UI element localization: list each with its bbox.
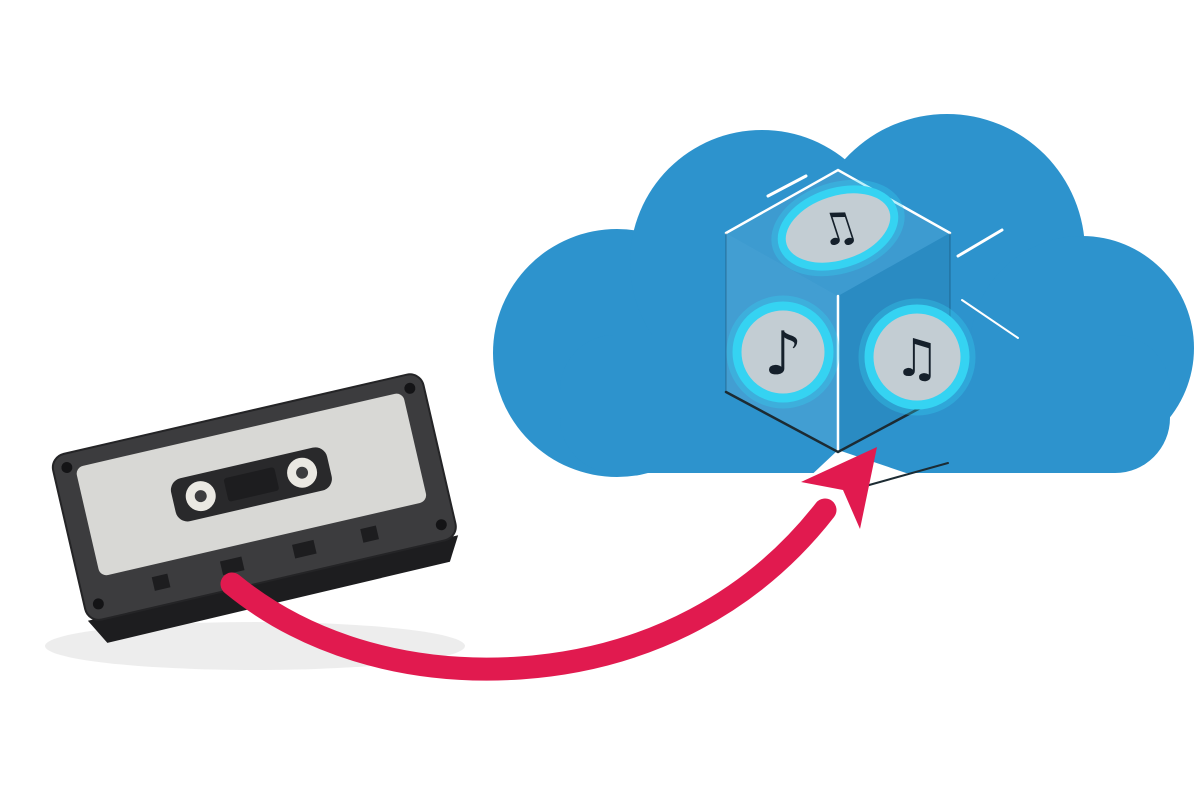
cassette-bottom-hole (219, 556, 245, 576)
badge-ring (732, 301, 834, 403)
highlight-slash (961, 299, 1019, 339)
cube-bottom-accent (861, 462, 949, 488)
highlight-slash (956, 228, 1004, 258)
cloud (493, 114, 1194, 477)
music-badge-left: ♪ (726, 295, 840, 409)
cassette-reel-left-hole (194, 490, 207, 503)
conversion-arrow (220, 447, 877, 681)
cube-bottom-edges (724, 390, 952, 454)
badge-ring (777, 185, 899, 271)
screw-icon (404, 382, 416, 394)
badge-ring (864, 304, 970, 410)
music-note-icon: ♪ (764, 319, 802, 389)
cassette-bottom-hole (292, 539, 317, 559)
arrow-head-icon (801, 447, 877, 529)
cube-top-edges (724, 168, 952, 235)
badge-glow-ring (771, 179, 905, 277)
cloud-base (560, 335, 1170, 473)
cassette-tape-view (223, 467, 279, 502)
cassette-tape (51, 373, 459, 643)
arrow-shaft (220, 498, 837, 681)
music-badge-right: ♫ (858, 298, 976, 416)
music-note-icon: ♫ (894, 329, 941, 389)
cassette-bottom-hole (360, 525, 379, 543)
badge-glow-ring (726, 295, 840, 409)
badge-glow-ring (858, 298, 976, 416)
music-badge-top: ♫ (771, 179, 905, 277)
screw-icon (61, 461, 73, 473)
cassette-reel-right-hole (296, 466, 309, 479)
screw-icon (92, 598, 104, 610)
cassette-side-face (87, 535, 459, 643)
cassette-bottom-hole (151, 573, 171, 591)
highlight-slash (766, 174, 808, 198)
screw-icon (435, 519, 447, 531)
